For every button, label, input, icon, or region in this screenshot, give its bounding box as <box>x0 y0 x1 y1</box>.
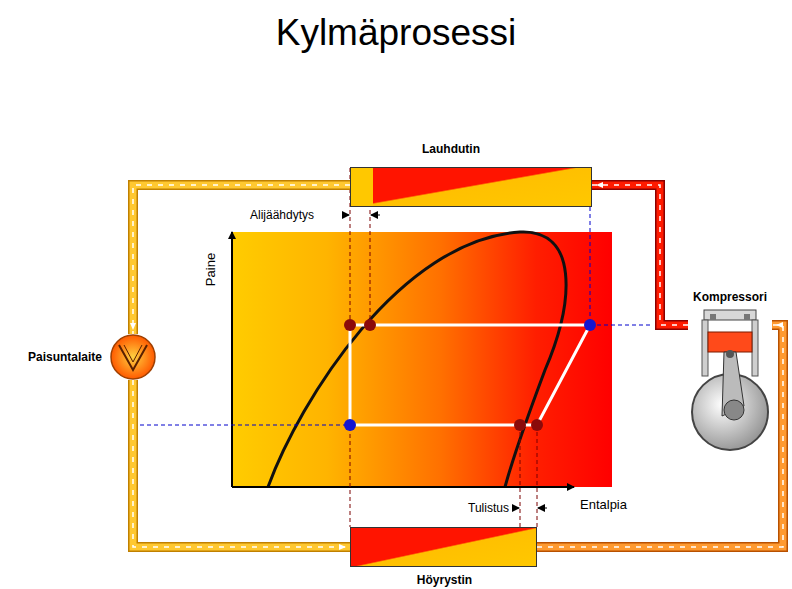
refrigerant-pipe <box>130 185 350 334</box>
evaporator-box: Höyrystin <box>350 527 537 567</box>
component-label: Kompressori <box>684 290 776 304</box>
pressure-axis <box>231 232 233 487</box>
axis-label: Entalpia <box>580 497 627 512</box>
component-label: Lauhdutin <box>351 142 551 156</box>
saturation-dome <box>268 232 566 487</box>
cycle-path <box>350 325 590 425</box>
diagram-title: Kylmäprosessi <box>0 12 792 54</box>
compressor: Kompressori <box>688 288 772 455</box>
enthalpy-axis <box>232 486 574 488</box>
guide-lines <box>140 168 652 527</box>
axis-label: Paine <box>203 250 218 290</box>
range-brackets <box>343 215 547 508</box>
component-label: Höyrystin <box>351 573 538 587</box>
compressor-symbol <box>688 288 772 455</box>
state-points <box>344 319 596 431</box>
refrigerant-pipe <box>592 182 688 325</box>
expansion-valve: Paisuntalaite <box>6 334 158 380</box>
superheat-label: Tulistus <box>468 501 509 515</box>
subcooling-label: Alijäähdytys <box>250 208 314 222</box>
component-label: Paisuntalaite <box>6 350 102 364</box>
chart-ground <box>232 232 612 487</box>
condenser-box: Lauhdutin <box>350 167 592 207</box>
refrigerant-pipe <box>133 380 350 550</box>
refrigerant-pipe <box>537 322 783 547</box>
